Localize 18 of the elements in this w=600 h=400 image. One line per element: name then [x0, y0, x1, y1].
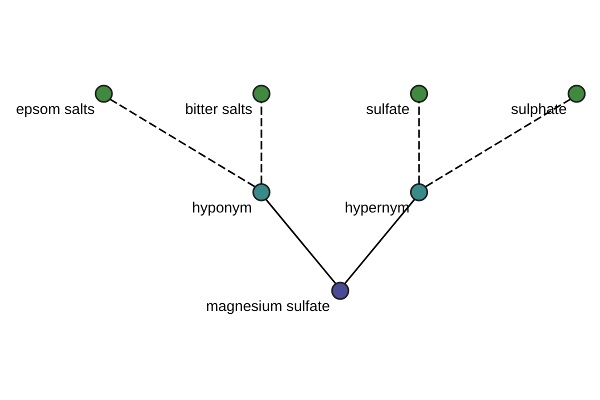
node-circle: [252, 182, 270, 201]
node-label: sulphate: [510, 101, 567, 118]
connector: [418, 102, 420, 184]
node-label: bitter salts: [185, 101, 252, 118]
node-circle: [94, 84, 113, 102]
node-circle: [252, 84, 270, 102]
node-label: epsom salts: [16, 101, 95, 118]
node-label: magnesium sulfate: [206, 298, 330, 314]
connector: [425, 98, 571, 187]
node-label: hyponym: [192, 200, 252, 216]
node-label: sulfate: [366, 101, 410, 118]
node-circle: [568, 84, 586, 102]
node-circle: [410, 84, 428, 102]
node-circle: [331, 281, 350, 300]
node-circle: [410, 182, 428, 201]
connector: [265, 198, 336, 284]
connector: [110, 98, 256, 187]
connector: [260, 102, 262, 184]
